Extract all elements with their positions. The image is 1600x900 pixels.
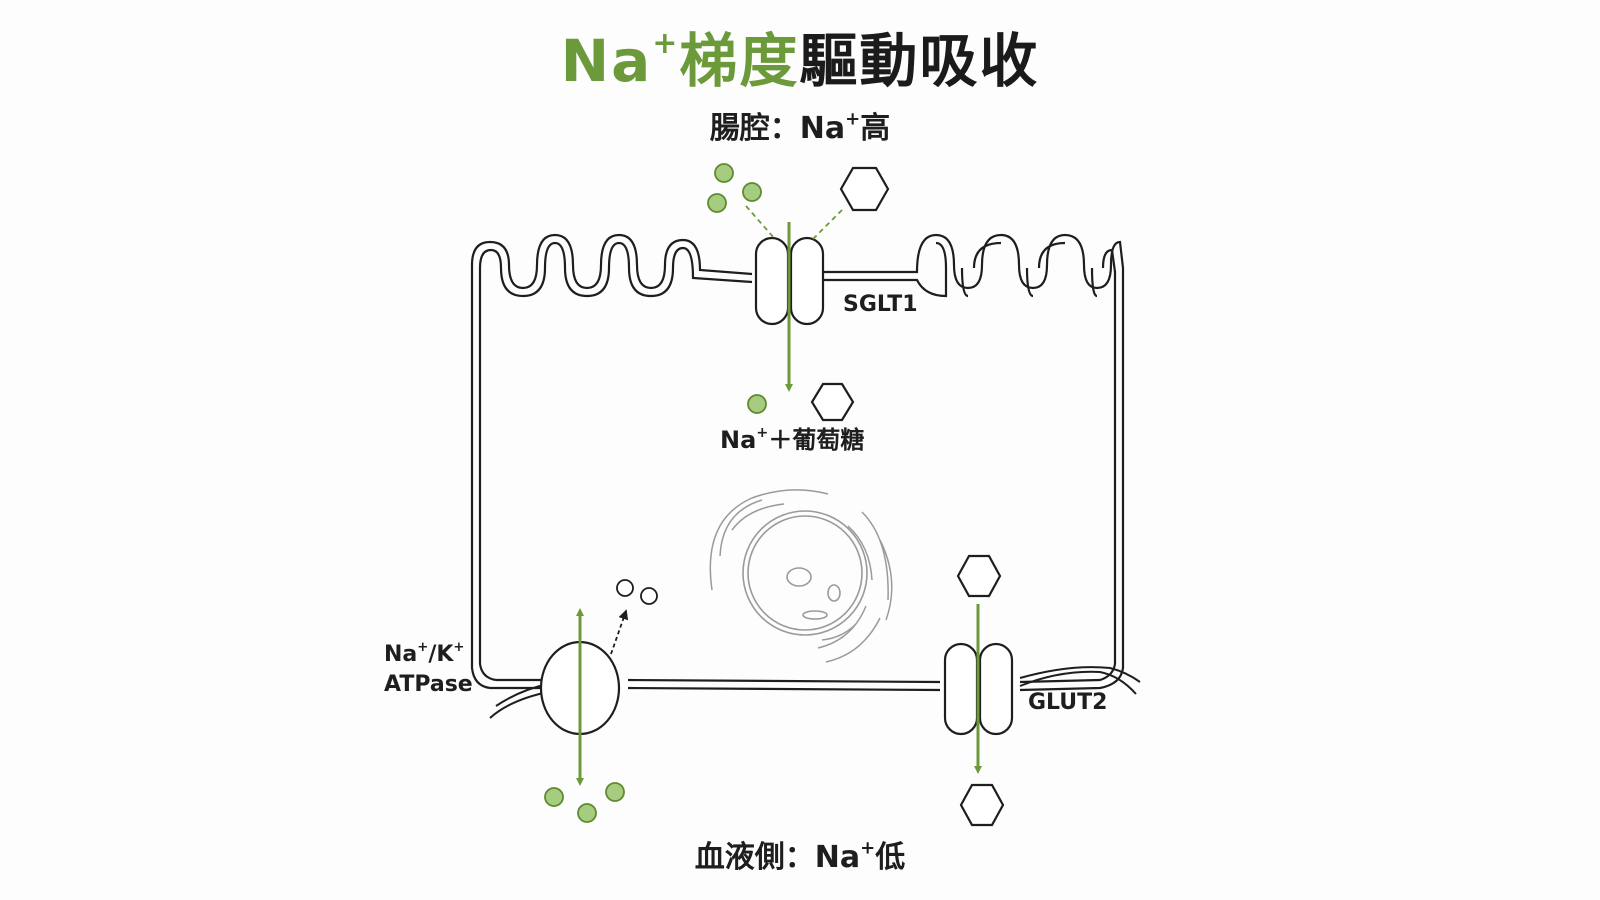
potassium-ion <box>640 587 658 605</box>
glut2-subunit-right <box>978 642 1014 736</box>
product-label-suffix: ＋葡萄糖 <box>768 426 865 454</box>
blood-label-charge: + <box>860 837 876 859</box>
sodium-ion <box>747 394 767 414</box>
atpase-label-k: /K <box>428 642 454 667</box>
atpase-label: Na+/K+ATPase <box>384 640 473 700</box>
title-sodium-charge: + <box>652 26 680 61</box>
sodium-ion <box>742 182 762 202</box>
product-label-charge: + <box>756 425 769 442</box>
glut2-subunit-left <box>943 642 979 736</box>
blood-label-prefix: 血液側：Na <box>694 840 861 875</box>
potassium-ion <box>616 579 634 597</box>
lumen-label: 腸腔：Na+高 <box>0 103 1600 147</box>
atpase-label-na-charge: + <box>417 640 429 656</box>
nucleus-icon <box>742 510 868 636</box>
blood-label-suffix: 低 <box>875 840 906 875</box>
glucose-hexagon <box>956 554 1002 598</box>
sglt1-subunit-right <box>789 236 825 326</box>
title-sodium: Na <box>560 27 653 95</box>
sodium-ion <box>714 163 734 183</box>
glucose-hexagon <box>839 166 890 212</box>
sglt1-subunit-left <box>754 236 790 326</box>
title-gradient: 梯度 <box>679 27 800 95</box>
diagram-title: Na+梯度驅動吸收 <box>0 14 1600 98</box>
cell-membrane-outer <box>470 233 1125 692</box>
sodium-ion <box>577 803 597 823</box>
atpase-label-line2: ATPase <box>384 672 473 697</box>
title-rest: 驅動吸收 <box>799 27 1040 95</box>
glucose-hexagon <box>959 783 1005 827</box>
product-label-prefix: Na <box>720 426 757 454</box>
lumen-label-suffix: 高 <box>860 111 891 146</box>
sodium-ion <box>544 787 564 807</box>
glucose-dashed-path <box>811 209 843 241</box>
endoplasmic-reticulum-icon <box>709 489 893 663</box>
basolateral-membrane-right <box>1019 666 1141 695</box>
lumen-label-charge: + <box>845 108 861 130</box>
potassium-dashed-arrow <box>610 609 629 655</box>
glucose-hexagon <box>810 382 855 422</box>
atpase-label-k-charge: + <box>453 640 465 656</box>
glut2-label: GLUT2 <box>1028 690 1108 715</box>
cell-membrane-inner <box>478 241 1117 684</box>
atpase-label-na: Na <box>384 642 418 667</box>
lumen-label-prefix: 腸腔：Na <box>709 111 846 146</box>
sglt1-label: SGLT1 <box>843 292 918 317</box>
blood-label: 血液側：Na+低 <box>0 832 1600 876</box>
sodium-dashed-path <box>745 205 775 239</box>
sodium-ion <box>707 193 727 213</box>
sodium-ion <box>605 782 625 802</box>
product-label: Na+＋葡萄糖 <box>720 420 864 455</box>
